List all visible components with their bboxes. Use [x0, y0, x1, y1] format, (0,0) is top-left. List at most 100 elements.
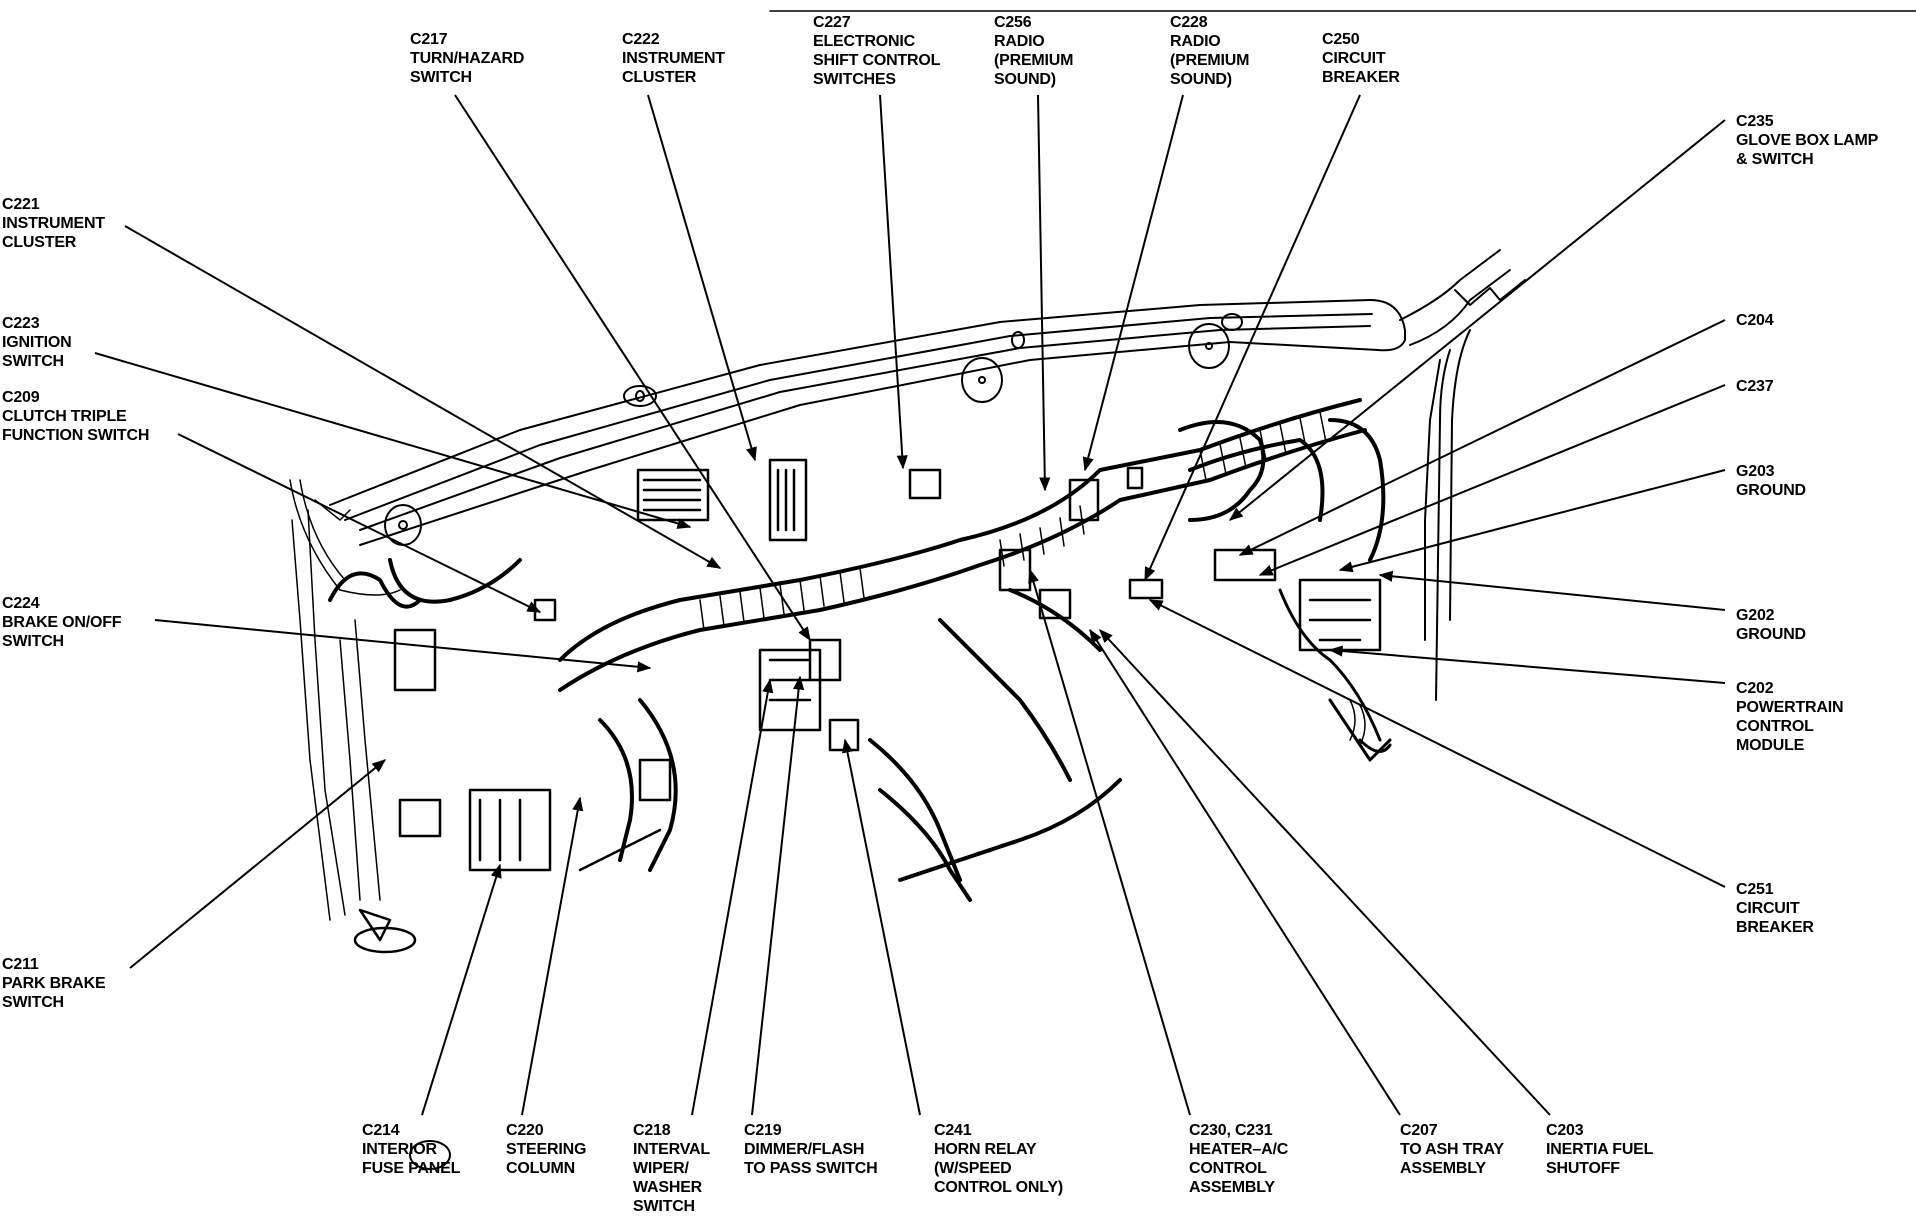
leader-line-c211 [129, 759, 387, 969]
c218-connector-body [808, 638, 842, 682]
callout-c228-line: C228 [1170, 14, 1208, 31]
leader-line-c209 [177, 433, 542, 613]
callout-c228-line: (PREMIUM [1170, 52, 1250, 69]
callout-c256: C256 RADIO (PREMIUM SOUND) [994, 13, 1073, 89]
callout-c250-line: C250 [1322, 31, 1360, 48]
leader-line-c250 [1144, 94, 1361, 582]
callout-c251-line: C251 [1736, 881, 1774, 898]
callout-c224-line: BRAKE ON/OFF [2, 614, 122, 631]
c228-connector-body [1068, 478, 1100, 522]
connector-shapes [353, 458, 1382, 954]
callout-c202: C202 POWERTRAIN CONTROL MODULE [1736, 679, 1844, 755]
callout-c209-line: FUNCTION SWITCH [2, 427, 150, 444]
callout-g202: G202 GROUND [1736, 606, 1806, 644]
leader-line-c241 [841, 738, 921, 1116]
callout-c235-line: C235 [1736, 113, 1774, 130]
callout-c221: C221 INSTRUMENT CLUSTER [2, 195, 105, 252]
leader-line-c203 [1099, 628, 1551, 1116]
callout-c222: C222 INSTRUMENT CLUSTER [622, 30, 725, 87]
callout-c222-line: CLUSTER [622, 69, 697, 86]
callout-c204-line: C204 [1736, 312, 1774, 329]
callout-c211: C211 PARK BRAKE SWITCH [2, 955, 106, 1012]
callout-c217-line: SWITCH [410, 69, 472, 86]
callout-c202-line: C202 [1736, 680, 1774, 697]
callout-c230-c231: C230, C231 HEATER–A/C CONTROL ASSEMBLY [1189, 1121, 1288, 1197]
callout-c207-line: TO ASH TRAY [1400, 1141, 1504, 1158]
leader-line-c202 [1328, 645, 1726, 684]
callout-c250-line: BREAKER [1322, 69, 1400, 86]
c219-switch-body [758, 648, 822, 732]
leader-line-c223 [94, 352, 692, 529]
callout-c228-line: SOUND) [1170, 71, 1232, 88]
harness-bundles [328, 398, 1386, 902]
leader-line-g203 [1338, 469, 1726, 573]
leader-line-g202 [1378, 570, 1726, 611]
callout-c256-line: SOUND) [994, 71, 1056, 88]
leader-line-c207 [1089, 628, 1401, 1116]
callout-c209-line: C209 [2, 389, 40, 406]
leader-line-c235 [1228, 119, 1726, 521]
callout-c227-line: SHIFT CONTROL [813, 52, 941, 69]
leader-line-c204 [1238, 319, 1726, 556]
callout-c204: C204 [1736, 311, 1774, 330]
callout-c203-line: C203 [1546, 1122, 1584, 1139]
callout-c227-line: ELECTRONIC [813, 33, 916, 50]
leader-line-c237 [1258, 384, 1726, 576]
callout-c209: C209 CLUTCH TRIPLE FUNCTION SWITCH [2, 388, 149, 445]
callout-c241-line: CONTROL ONLY) [934, 1179, 1063, 1196]
leader-line-c224 [154, 619, 652, 673]
callout-c211-line: PARK BRAKE [2, 975, 106, 992]
leader-line-c218 [691, 678, 774, 1116]
callout-g202-line: GROUND [1736, 626, 1806, 643]
callout-c220: C220 STEERING COLUMN [506, 1121, 586, 1178]
callout-c214-line: INTERIOR [362, 1141, 437, 1158]
callout-c251-line: CIRCUIT [1736, 900, 1800, 917]
callout-c241-line: C241 [934, 1122, 972, 1139]
callout-c214: C214 INTERIOR FUSE PANEL [362, 1121, 460, 1178]
callout-c223: C223 IGNITION SWITCH [2, 314, 72, 371]
callout-c223-line: SWITCH [2, 353, 64, 370]
callout-c214-line: FUSE PANEL [362, 1160, 461, 1177]
callout-c203-line: SHUTOFF [1546, 1160, 1620, 1177]
c222-connector-body [636, 468, 710, 522]
callout-c241-line: HORN RELAY [934, 1141, 1037, 1158]
c227-connector-body [768, 458, 808, 542]
leader-line-c230-c231 [1028, 568, 1191, 1116]
callout-c237-line: C237 [1736, 378, 1774, 395]
callout-c241: C241 HORN RELAY (W/SPEED CONTROL ONLY) [934, 1121, 1063, 1197]
callout-c256-line: RADIO [994, 33, 1045, 50]
callout-c219-line: C219 [744, 1122, 782, 1139]
harness-ribs [289, 411, 1366, 746]
callout-c217-line: C217 [410, 31, 448, 48]
callout-c250-line: CIRCUIT [1322, 50, 1386, 67]
leader-line-c222 [647, 94, 757, 462]
callout-c203: C203 INERTIA FUEL SHUTOFF [1546, 1121, 1653, 1178]
callout-c220-line: C220 [506, 1122, 544, 1139]
callout-c218-line: SWITCH [633, 1198, 695, 1215]
right-harness [1278, 588, 1392, 762]
c220-steering-column-connector [468, 788, 552, 872]
leader-line-c251 [1148, 599, 1726, 888]
callout-c220-line: STEERING [506, 1141, 587, 1158]
callout-c218-line: WIPER/ [633, 1160, 689, 1177]
callout-g202-line: G202 [1736, 607, 1775, 624]
callout-c251-line: BREAKER [1736, 919, 1814, 936]
callout-c222-line: C222 [622, 31, 660, 48]
callout-c224: C224 BRAKE ON/OFF SWITCH [2, 594, 122, 651]
callout-c219: C219 DIMMER/FLASH TO PASS SWITCH [744, 1121, 878, 1178]
left-panel [291, 499, 381, 921]
dash-top-edges [329, 249, 1526, 701]
callout-c223-line: IGNITION [2, 334, 72, 351]
callout-c235: C235 GLOVE BOX LAMP & SWITCH [1736, 112, 1878, 169]
callout-c221-line: INSTRUMENT [2, 215, 105, 232]
callout-c217-line: TURN/HAZARD [410, 50, 525, 67]
leader-line-c228 [1082, 94, 1184, 472]
callout-c203-line: INERTIA FUEL [1546, 1141, 1654, 1158]
callout-c218-line: WASHER [633, 1179, 703, 1196]
callout-c219-line: DIMMER/FLASH [744, 1141, 865, 1158]
callout-c221-line: C221 [2, 196, 40, 213]
c224-connector-body [638, 758, 672, 802]
callout-c230-c231-line: C230, C231 [1189, 1122, 1273, 1139]
callout-c202-line: CONTROL [1736, 718, 1814, 735]
